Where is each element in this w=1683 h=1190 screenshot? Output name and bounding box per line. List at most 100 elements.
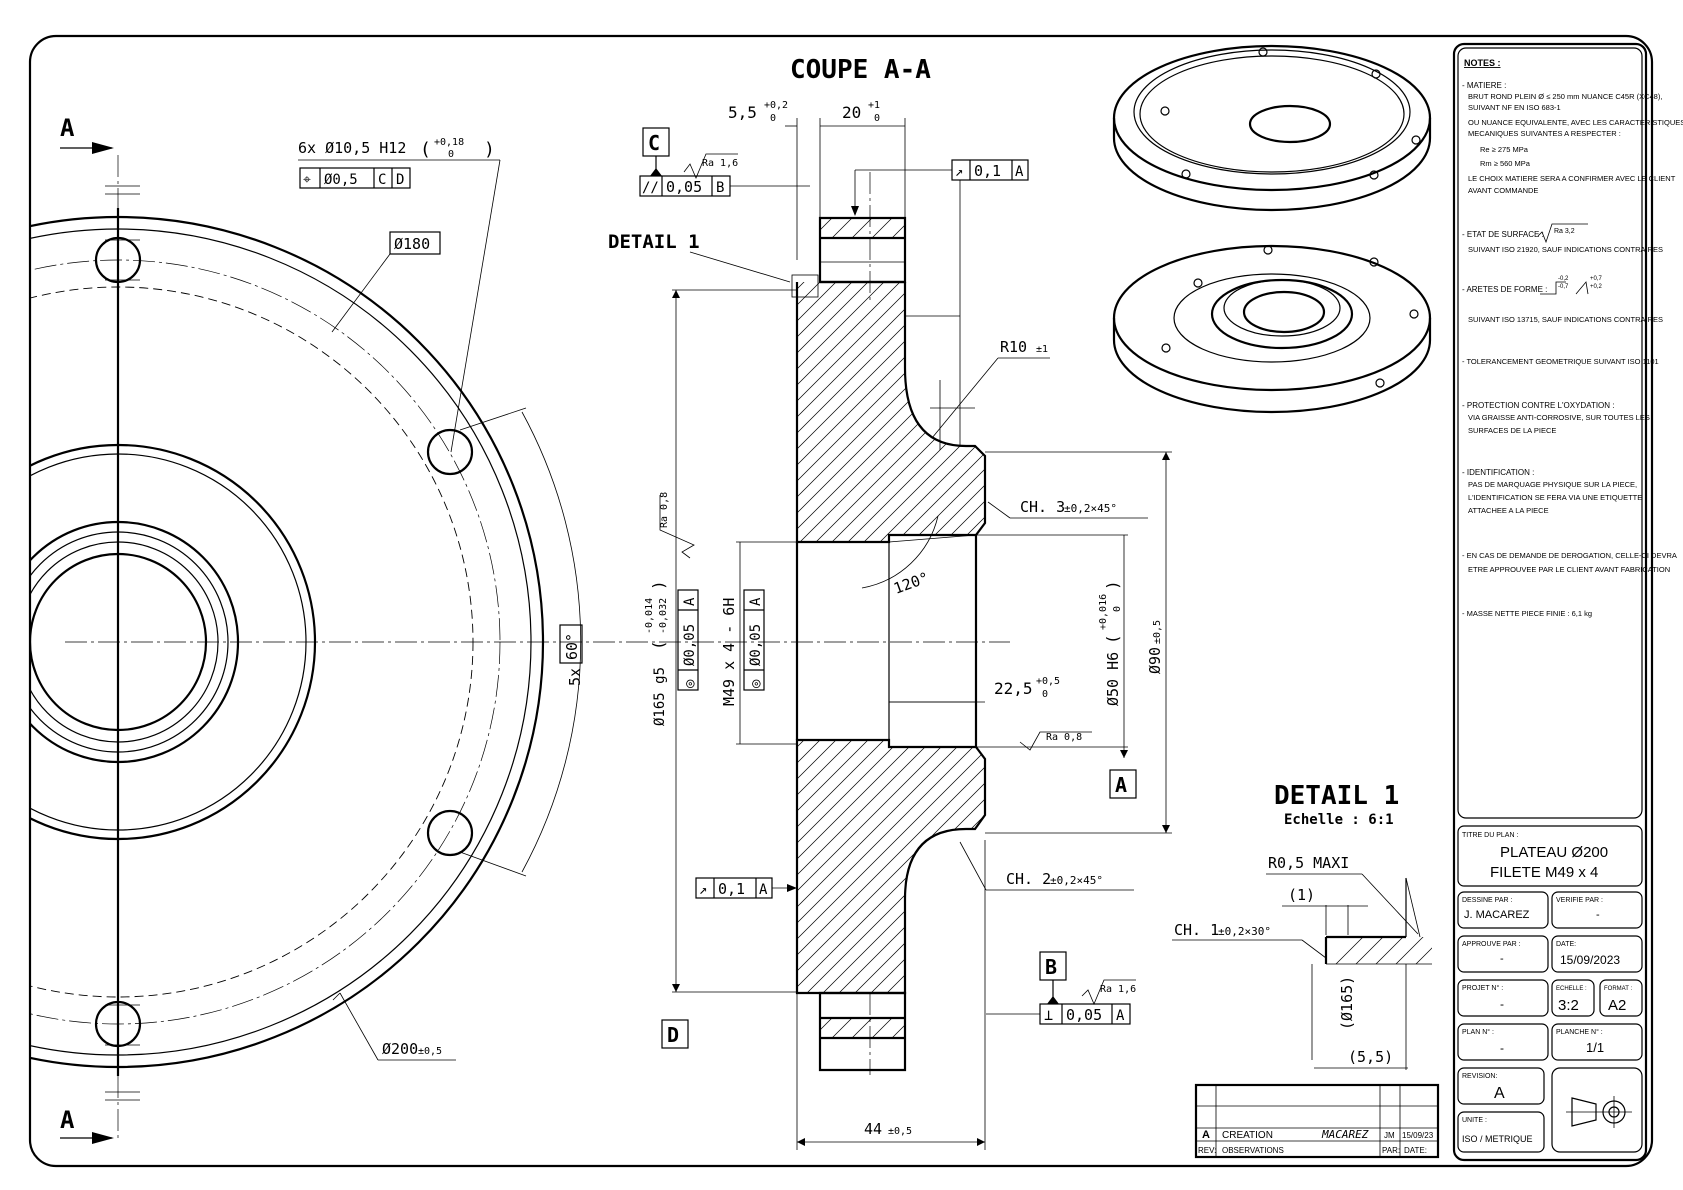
outer-dia: Ø200 [382, 1040, 418, 1058]
svg-text:PAR:: PAR: [1382, 1146, 1400, 1155]
dim-m49: M49 x 4 - 6H [720, 598, 738, 706]
hatch-line [797, 740, 985, 993]
hatch-line [797, 282, 823, 542]
svg-text:JM: JM [1384, 1131, 1395, 1140]
svg-text:Ø0,5: Ø0,5 [324, 172, 358, 188]
svg-text:APPROUVE PAR :: APPROUVE PAR : [1462, 941, 1521, 948]
hatch-line [797, 282, 871, 542]
section-profile [525, 216, 987, 1072]
hatch-line [797, 740, 823, 993]
svg-text:DATE:: DATE: [1404, 1146, 1427, 1155]
svg-text:0,05: 0,05 [666, 178, 702, 196]
hatch-line [852, 740, 985, 993]
hatch-line [797, 740, 985, 993]
hatch-line [797, 740, 871, 993]
hatch-line [525, 280, 790, 545]
svg-text:+0,5: +0,5 [1036, 676, 1060, 687]
svg-text:): ) [1103, 580, 1122, 590]
hatch-line [797, 740, 951, 993]
isometric-view-top [1112, 44, 1432, 212]
hatch-line [797, 282, 985, 542]
hatch-line [868, 740, 985, 993]
notes-panel: NOTES : - MATIERE : BRUT ROND PLEIN Ø ≤ … [1452, 42, 1683, 1162]
bolt-hole [426, 809, 474, 857]
hatch-line [797, 282, 919, 542]
isometric-view-bottom [1112, 244, 1432, 414]
hatch-line [797, 282, 839, 542]
svg-text:): ) [484, 139, 495, 160]
svg-text:PLANCHE N° :: PLANCHE N° : [1556, 1028, 1603, 1036]
hatch-line [797, 282, 855, 542]
svg-text:A2: A2 [1608, 997, 1626, 1014]
svg-text:±0,2×30°: ±0,2×30° [1218, 925, 1271, 938]
svg-text:C: C [378, 172, 386, 188]
runout-fcf-bottom: ↗ 0,1 A [695, 877, 773, 899]
angle-120: 120° [891, 568, 931, 597]
hatch-line [804, 740, 985, 993]
hatch-line [908, 282, 985, 542]
svg-text:- MASSE NETTE PIECE FINIE : 6,: - MASSE NETTE PIECE FINIE : 6,1 kg [1462, 609, 1592, 618]
svg-text:±0,5: ±0,5 [1152, 620, 1163, 644]
hatch-line [797, 740, 919, 993]
hatch-line [797, 740, 807, 993]
hatch-line [797, 282, 967, 542]
detail-dim-5-5: (5,5) [1348, 1048, 1393, 1066]
svg-text:15/09/23: 15/09/23 [1402, 1131, 1434, 1140]
svg-text:A: A [682, 597, 698, 606]
svg-text:+1: +1 [868, 100, 880, 111]
svg-text:(: ( [1103, 634, 1122, 644]
perpendicularity-fcf: ⊥ 0,05 A [1039, 1003, 1131, 1025]
hatch-line [797, 282, 985, 542]
svg-text:A: A [1494, 1085, 1505, 1102]
hatch-line [797, 740, 985, 993]
svg-text:- ETAT DE SURFACE :: - ETAT DE SURFACE : [1462, 230, 1544, 239]
svg-text:TITRE DU PLAN :: TITRE DU PLAN : [1462, 832, 1518, 839]
detail-chamfer: CH. 1 [1174, 921, 1219, 939]
runout-fcf-top: ↗ 0,1 A [951, 159, 1029, 181]
svg-text:PAS DE MARQUAGE PHYSIQUE SUR L: PAS DE MARQUAGE PHYSIQUE SUR LA PIECE, [1468, 480, 1637, 489]
hatch-line [876, 282, 985, 542]
svg-text:0: 0 [1112, 606, 1123, 612]
plan-title-2: FILETE M49 x 4 [1490, 864, 1598, 881]
svg-text:SURFACES DE LA PIECE: SURFACES DE LA PIECE [1468, 426, 1556, 435]
svg-text:SUIVANT ISO 21920, SAUF INDICA: SUIVANT ISO 21920, SAUF INDICATIONS CONT… [1468, 245, 1663, 254]
svg-text:A: A [748, 597, 764, 606]
concentricity-fcf-165: ◎ Ø0,05 A [677, 589, 699, 691]
svg-text:L'IDENTIFICATION SE FERA VIA U: L'IDENTIFICATION SE FERA VIA UNE ETIQUET… [1468, 493, 1642, 502]
svg-text:±0,2×45°: ±0,2×45° [1064, 502, 1117, 515]
svg-text:J. MACAREZ: J. MACAREZ [1464, 909, 1530, 921]
svg-text:±0,2×45°: ±0,2×45° [1050, 874, 1103, 887]
angle-arc [521, 411, 582, 873]
svg-text:+0,016: +0,016 [1098, 594, 1109, 630]
datum-d: D [667, 1023, 679, 1047]
svg-text:±0,5: ±0,5 [888, 1126, 912, 1137]
parallelism-fcf: // 0,05 B [639, 175, 731, 197]
hatch-line [797, 282, 985, 542]
hatch-line [797, 740, 839, 993]
svg-text:0,1: 0,1 [974, 162, 1001, 180]
hatch-line [797, 740, 985, 993]
svg-text:SUIVANT NF EN ISO 683-1: SUIVANT NF EN ISO 683-1 [1468, 103, 1561, 112]
svg-text:+0,2: +0,2 [1590, 284, 1603, 290]
svg-text:OU NUANCE EQUIVALENTE, AVEC LE: OU NUANCE EQUIVALENTE, AVEC LES CARACTER… [1468, 118, 1683, 127]
angle-count: 5x [566, 668, 584, 686]
svg-text:DESSINE PAR :: DESSINE PAR : [1462, 897, 1512, 904]
hatch-line [797, 740, 887, 993]
angle-value: 60° [563, 633, 581, 660]
cut-mark-top: A [60, 114, 75, 142]
hatch-line [797, 740, 855, 993]
svg-text:A: A [759, 882, 768, 898]
ra16-c: Ra 1,6 [702, 158, 738, 169]
svg-text:Ø0,05: Ø0,05 [748, 624, 764, 666]
hatch-line [797, 282, 807, 542]
svg-text:SUIVANT ISO 13715, SAUF INDICA: SUIVANT ISO 13715, SAUF INDICATIONS CONT… [1468, 315, 1663, 324]
svg-text:- PROTECTION CONTRE L'OXYDATIO: - PROTECTION CONTRE L'OXYDATION : [1462, 401, 1615, 410]
svg-text:PROJET N° :: PROJET N° : [1462, 984, 1503, 992]
svg-text:⌖: ⌖ [303, 172, 311, 188]
ch2-label: CH. 2 [1006, 870, 1051, 888]
plan-title-1: PLATEAU Ø200 [1500, 844, 1608, 861]
hatch-line [797, 740, 935, 993]
svg-text:MECANIQUES SUIVANTES A RESPECT: MECANIQUES SUIVANTES A RESPECTER : [1468, 129, 1621, 138]
hatch-line [797, 740, 983, 993]
svg-text:BRUT ROND PLEIN Ø ≤ 250 mm NUA: BRUT ROND PLEIN Ø ≤ 250 mm NUANCE C45R (… [1468, 92, 1662, 101]
